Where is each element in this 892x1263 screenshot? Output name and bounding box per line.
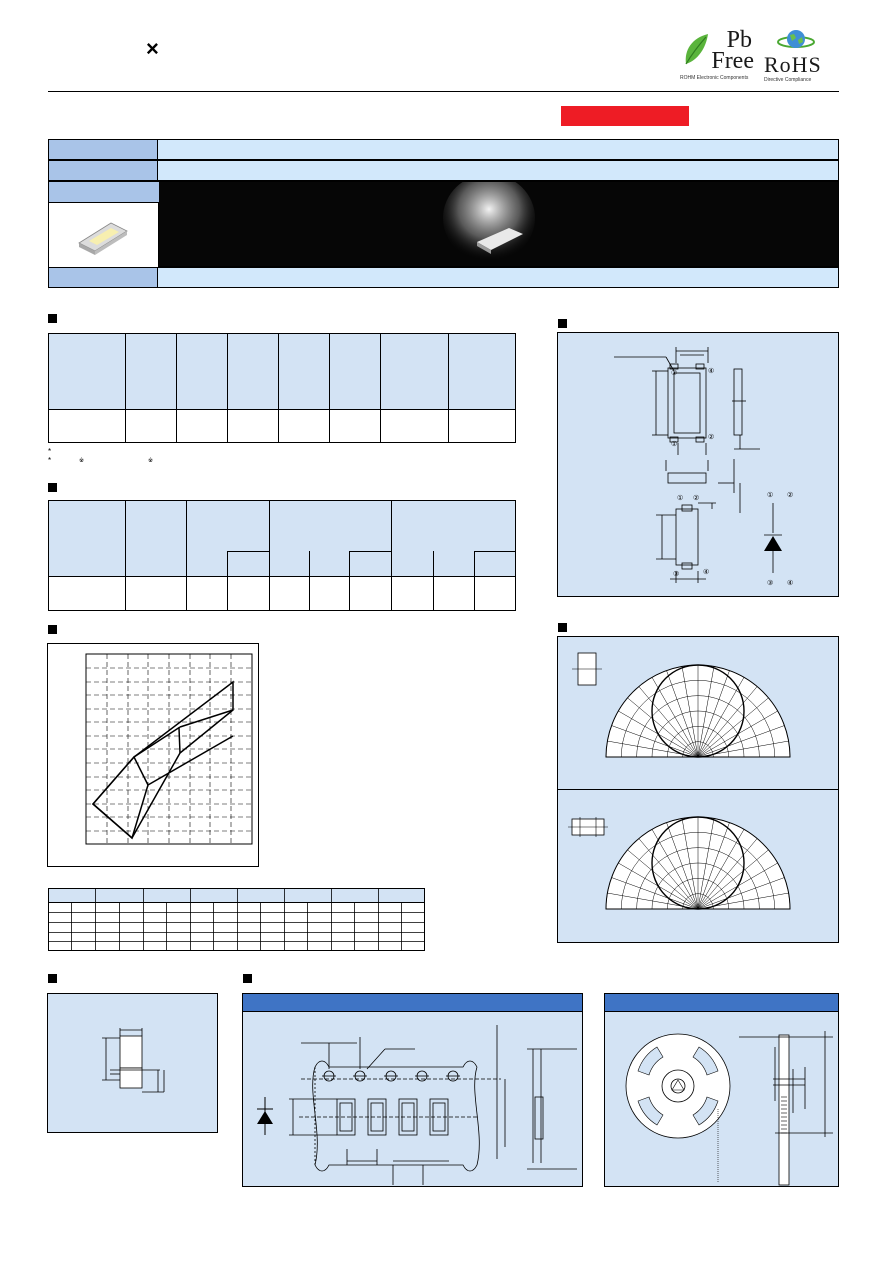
ratings-note-mark: ※	[148, 458, 154, 464]
svg-text:③: ③	[671, 369, 677, 377]
square-bullet-icon	[558, 623, 567, 632]
table-row	[49, 576, 515, 610]
svg-text:①: ①	[767, 491, 773, 499]
multiply-sign: ×	[146, 36, 159, 61]
svg-text:③: ③	[767, 579, 773, 587]
square-bullet-icon	[48, 314, 57, 323]
reel-panel-header	[605, 994, 838, 1012]
taping-panel-header	[243, 994, 582, 1012]
new-product-badge	[561, 106, 689, 126]
overview-label-cell	[48, 267, 158, 288]
ratings-note-2: *	[48, 456, 52, 465]
leaf-icon	[685, 34, 708, 65]
polar-plot-1	[605, 664, 791, 758]
square-bullet-icon	[48, 625, 57, 634]
square-bullet-icon	[558, 319, 567, 328]
table-row	[49, 409, 515, 442]
product-thumbnail	[49, 203, 159, 267]
svg-text:④: ④	[787, 579, 793, 587]
rank-table-grid	[48, 888, 425, 951]
svg-text:④: ④	[708, 367, 714, 375]
land-pattern-drawing	[102, 1028, 165, 1093]
pb-free-logo: Pb Free ROHM Electronic Components	[680, 28, 756, 84]
package-orientation-icon	[572, 652, 602, 686]
ratings-note-1: *	[48, 447, 52, 456]
diode-symbol-icon	[764, 536, 782, 551]
package-outline-drawing: ④ ③ ① ② ① ② ③ ④ ① ② ③ ④	[614, 347, 793, 587]
ratings-note-mark: ※	[79, 458, 85, 464]
radiation-pattern-plots	[568, 652, 791, 910]
overview-row-1	[48, 139, 839, 160]
overview-label-cell	[48, 160, 158, 181]
svg-text:④: ④	[703, 568, 709, 576]
pb-free-caption: ROHM Electronic Components	[680, 75, 749, 81]
free-logo-text: Free	[711, 48, 754, 74]
svg-text:②: ②	[787, 491, 793, 499]
directivity-panel	[557, 636, 839, 943]
overview-value-cell	[158, 267, 839, 288]
package-orientation-icon	[568, 817, 608, 837]
svg-text:③: ③	[673, 570, 679, 578]
overview-row-2	[48, 160, 839, 181]
led-package-image	[78, 222, 128, 255]
svg-text:②: ②	[693, 494, 699, 502]
dimensions-panel: ④ ③ ① ② ① ② ③ ④ ① ② ③ ④	[557, 332, 839, 597]
square-bullet-icon	[48, 483, 57, 492]
lit-led-photo	[443, 182, 535, 262]
overview-value-cell	[158, 139, 839, 160]
rohs-caption: Directive Compliance	[764, 77, 812, 83]
characteristics-table	[48, 500, 516, 611]
svg-text:①: ①	[677, 494, 683, 502]
reel-panel	[604, 993, 839, 1187]
square-bullet-icon	[243, 974, 252, 983]
svg-text:①: ①	[671, 440, 677, 448]
svg-text:②: ②	[708, 433, 714, 441]
reel-drawing	[625, 1031, 833, 1186]
carrier-tape-drawing	[257, 1025, 577, 1185]
product-photo-band	[48, 181, 839, 267]
rank-table	[48, 888, 425, 952]
header-rule	[48, 91, 839, 92]
pb-logo-text: Pb	[726, 27, 752, 53]
chromaticity-diagram	[47, 643, 259, 867]
diode-symbol-icon	[257, 1097, 273, 1135]
overview-row-4	[48, 267, 839, 288]
ratings-table	[48, 333, 516, 443]
globe-icon	[777, 30, 815, 48]
overview-label-cell	[48, 139, 158, 160]
photo-label-cell	[49, 182, 159, 203]
land-pattern-panel	[47, 993, 218, 1133]
taping-panel	[242, 993, 583, 1187]
chromaticity-plot	[85, 653, 253, 845]
polar-plot-2	[605, 816, 791, 910]
overview-value-cell	[158, 160, 839, 181]
square-bullet-icon	[48, 974, 57, 983]
rohs-logo-text: RoHS	[764, 52, 822, 77]
rohs-logo: RoHS Directive Compliance	[762, 28, 838, 84]
